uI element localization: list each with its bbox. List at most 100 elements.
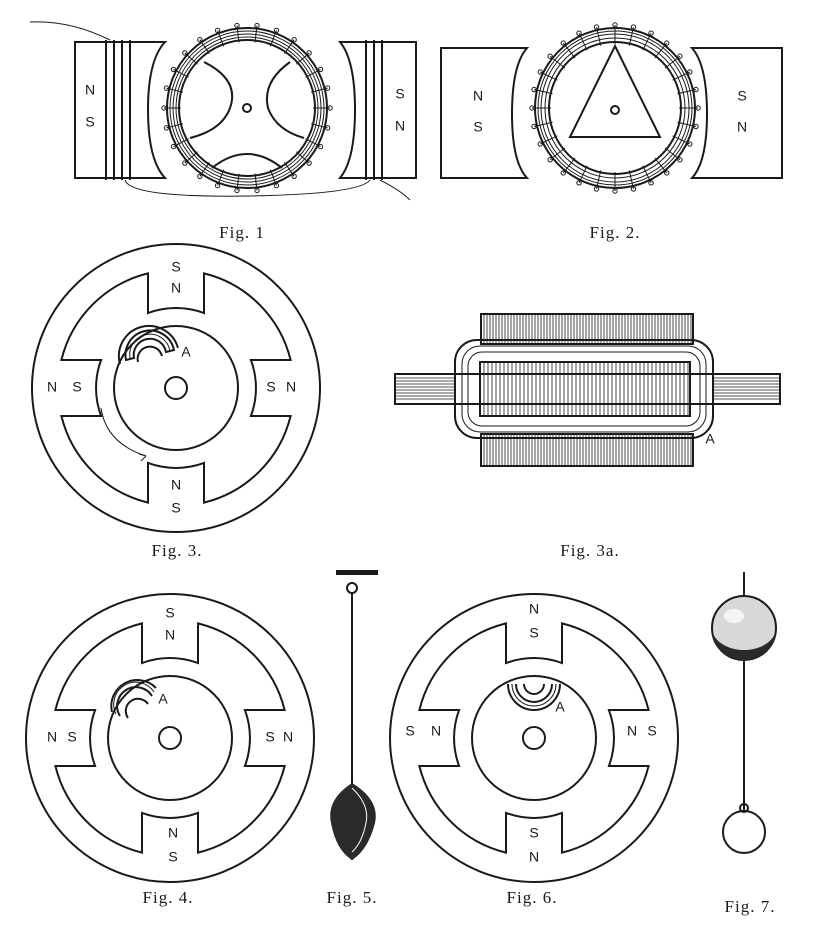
- winding-knot: [677, 53, 683, 59]
- winding-knot: [612, 188, 618, 194]
- winding-knot: [273, 27, 280, 34]
- winding-knot: [234, 22, 240, 29]
- winding-turn: [540, 71, 558, 81]
- fig2-pole-right-b: N: [737, 119, 747, 135]
- fig3-coil-label: A: [181, 344, 191, 360]
- winding-knot: [161, 105, 167, 111]
- fig2-pole-right-a: S: [737, 88, 746, 104]
- winding-knot: [197, 173, 203, 180]
- winding-knot: [648, 30, 654, 36]
- winding-turn: [217, 169, 225, 186]
- fig3-caption: Fig. 3.: [152, 541, 203, 560]
- fig2-pole-left-a: N: [473, 88, 483, 104]
- fig4-pole-top-inner: N: [165, 627, 175, 643]
- winding-turn: [166, 123, 184, 129]
- winding-turn: [254, 173, 258, 191]
- winding-knot: [664, 170, 670, 176]
- winding-knot: [693, 123, 699, 130]
- winding-turn: [284, 39, 295, 54]
- winding-knot: [163, 125, 170, 131]
- winding-knot: [648, 180, 654, 186]
- winding-knot: [576, 30, 582, 36]
- winding-turn: [549, 55, 566, 69]
- winding-knot: [664, 40, 670, 46]
- fig6-pole-left-outer: S: [405, 723, 414, 739]
- fig4-drawing: A S N N S S N N S: [25, 593, 315, 883]
- winding-turn: [562, 157, 576, 174]
- winding-turn: [677, 89, 697, 95]
- fig3-pole-top-inner: N: [171, 280, 181, 296]
- fig3a-shaft-shading: [395, 377, 780, 400]
- winding-turn: [672, 135, 690, 145]
- fig6-drawing: A N S S N N S S N: [389, 593, 679, 883]
- winding-knot: [630, 24, 637, 30]
- fig1-pole-left-b: S: [85, 114, 94, 130]
- winding-knot: [687, 69, 693, 75]
- winding-turn: [236, 25, 240, 43]
- fig3-drawing: A S N N S S N N S: [31, 243, 321, 533]
- winding-knot: [695, 105, 701, 111]
- winding-knot: [537, 69, 543, 75]
- fig3-pole-left-outer: N: [47, 379, 57, 395]
- winding-turn: [562, 42, 576, 59]
- winding-turn: [540, 135, 558, 145]
- winding-knot: [531, 86, 537, 93]
- fig2-drawing: N S S N Fig. 2.: [440, 22, 783, 242]
- winding-knot: [324, 125, 331, 131]
- fig3-pole-top-outer: S: [171, 259, 180, 275]
- fig4-pole-bottom-inner: N: [168, 825, 178, 841]
- winding-turn: [578, 33, 588, 51]
- fig6-pole-right-inner: N: [627, 723, 637, 739]
- fig3-pole-bottom-outer: S: [171, 500, 180, 516]
- fig1-pole-right-b: N: [395, 118, 405, 134]
- winding-turn: [533, 121, 553, 127]
- fig6-pole-left-inner: N: [431, 723, 441, 739]
- winding-knot: [170, 143, 177, 150]
- winding-knot: [291, 36, 297, 43]
- fig2-pole-left-b: S: [473, 119, 482, 135]
- winding-turn: [596, 170, 602, 190]
- fig5-pendulum: [330, 570, 378, 860]
- winding-knot: [593, 24, 600, 30]
- winding-turn: [642, 165, 652, 183]
- winding-turn: [284, 162, 295, 177]
- winding-turn: [549, 147, 566, 161]
- winding-turn: [672, 71, 690, 81]
- fig2-ring-windings: [529, 22, 701, 194]
- winding-turn: [533, 89, 553, 95]
- winding-turn: [578, 165, 588, 183]
- winding-turn: [199, 39, 210, 54]
- winding-turn: [173, 138, 189, 148]
- winding-turn: [166, 87, 184, 93]
- fig1-drawing: N S S N Fig. 1: [29, 21, 417, 242]
- fig6-coil-label: A: [555, 699, 565, 715]
- winding-knot: [612, 22, 618, 28]
- fig3a-laminations: [483, 314, 692, 466]
- winding-knot: [529, 105, 535, 111]
- fig3a-armature-core: [483, 362, 689, 416]
- fig3a-drawing: A: [394, 313, 781, 467]
- winding-knot: [324, 85, 331, 91]
- fig6-pole-bottom-outer: N: [529, 849, 539, 865]
- winding-knot: [547, 53, 553, 59]
- fig4-pole-left-outer: N: [47, 729, 57, 745]
- fig4-coil: [110, 679, 157, 719]
- winding-knot: [197, 36, 203, 43]
- winding-knot: [306, 160, 312, 166]
- winding-knot: [677, 157, 683, 163]
- winding-knot: [214, 27, 221, 34]
- fig1-right-coil: [365, 40, 411, 201]
- fig4-pole-bottom-outer: S: [168, 849, 177, 865]
- winding-knot: [317, 143, 324, 150]
- fig6-pole-bottom-inner: S: [529, 825, 538, 841]
- winding-turn: [217, 30, 225, 47]
- fig3-pole-right-inner: S: [266, 379, 275, 395]
- winding-knot: [273, 182, 280, 189]
- fig3-coil: [117, 324, 179, 365]
- winding-turn: [664, 55, 681, 69]
- winding-knot: [547, 157, 553, 163]
- winding-turn: [310, 87, 328, 93]
- fig6-caption: Fig. 6.: [507, 888, 558, 907]
- fig4-pole-right-inner: S: [265, 729, 274, 745]
- fig7-caption: Fig. 7.: [725, 897, 776, 916]
